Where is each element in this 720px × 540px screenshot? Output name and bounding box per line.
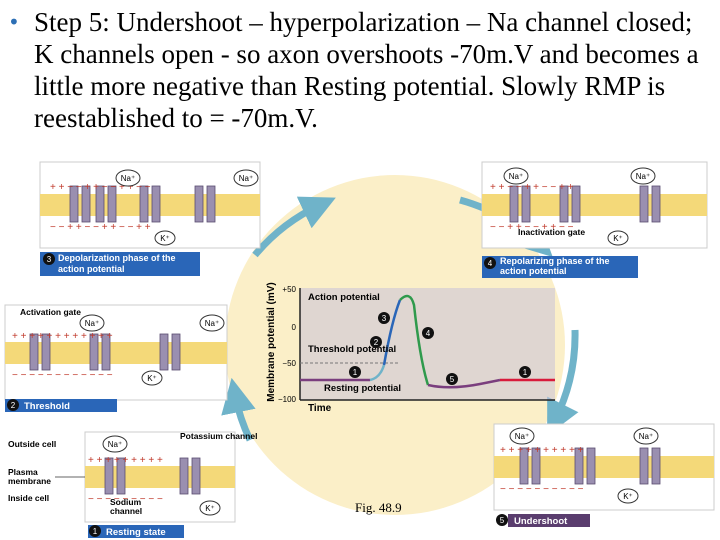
y-axis-label: Membrane potential (mV) (266, 282, 277, 401)
ion-label: Na⁺ (115, 169, 141, 187)
panel-caption: Undershoot (514, 516, 568, 527)
svg-text:+ + + + + + + + + +: + + + + + + + + + + (500, 445, 584, 456)
svg-text:Na⁺: Na⁺ (509, 172, 523, 181)
activation-gate-label: Activation gate (20, 308, 81, 317)
figure-caption: Fig. 48.9 (355, 500, 402, 515)
svg-text:5: 5 (450, 375, 455, 384)
cycle-arrow (252, 196, 336, 258)
svg-text:2: 2 (11, 401, 16, 410)
svg-text:4: 4 (426, 329, 431, 338)
y-tick: −100 (278, 395, 297, 404)
svg-text:+ + − − + + − − + + −: + + − − + + − − + + − − (50, 182, 151, 193)
svg-text:Na⁺: Na⁺ (205, 319, 219, 328)
potassium-channel-label: Potassium channel (180, 432, 258, 441)
panel-repolarizing: + + − − + + − − + + − − + + − − + + − − … (481, 161, 708, 278)
ion-label: Na⁺ (199, 314, 225, 332)
svg-text:− − − − − − − − − −: − − − − − − − − − − − − (12, 370, 113, 381)
svg-text:Na⁺: Na⁺ (639, 432, 653, 441)
svg-text:− − − − − − − − −: − − − − − − − − − (88, 494, 163, 505)
svg-text:1: 1 (353, 368, 358, 377)
ion-label: Na⁺ (633, 427, 659, 445)
ion-label: Na⁺ (503, 167, 529, 185)
x-axis-label: Time (308, 403, 332, 414)
step-marker: 2 (370, 336, 382, 348)
step-marker: 1 (349, 366, 361, 378)
bullet-dot-icon: • (8, 10, 20, 34)
svg-text:Na⁺: Na⁺ (636, 172, 650, 181)
svg-text:3: 3 (47, 255, 52, 264)
y-tick: +50 (282, 285, 296, 294)
ion-label: K⁺ (199, 500, 221, 516)
plasma-membrane-label: Plasma membrane (8, 468, 51, 486)
svg-text:Na⁺: Na⁺ (515, 432, 529, 441)
membrane-potential-graph: Membrane potential (mV) +50 0 −50 −100 A… (266, 282, 555, 414)
ion-label: K⁺ (141, 370, 163, 386)
panel-caption: Depolarization phase of the action poten… (58, 253, 176, 274)
svg-text:− − + + − − + + − −: − − + + − − + + − − (490, 222, 574, 233)
ion-label: K⁺ (617, 488, 639, 504)
svg-text:K⁺: K⁺ (205, 504, 215, 513)
ion-label: Na⁺ (509, 427, 535, 445)
ion-label: Na⁺ (102, 435, 128, 453)
inside-cell-label: Inside cell (8, 494, 50, 503)
svg-text:4: 4 (488, 259, 493, 268)
svg-text:Na⁺: Na⁺ (239, 174, 253, 183)
threshold-label: Threshold potential (308, 344, 396, 355)
svg-text:K⁺: K⁺ (623, 492, 633, 501)
membrane (5, 342, 227, 364)
ion-label: K⁺ (154, 230, 176, 246)
membrane (40, 194, 260, 216)
ion-label: K⁺ (607, 230, 629, 246)
membrane (482, 194, 707, 216)
cycle-arrow (547, 329, 579, 436)
cycle-arrow (221, 377, 256, 442)
inactivation-gate-label: Inactivation gate (518, 228, 586, 237)
svg-text:3: 3 (382, 314, 387, 323)
bullet-text: Step 5: Undershoot – hyperpolarization –… (34, 7, 699, 133)
svg-text:− − − − − − − − − −: − − − − − − − − − − (500, 484, 584, 495)
svg-text:K⁺: K⁺ (147, 374, 157, 383)
ion-label: Na⁺ (233, 169, 259, 187)
panel-resting-state: + + + + + + + + + − − − − − − − − − Na⁺ … (8, 431, 258, 538)
svg-text:1: 1 (93, 527, 98, 536)
bullet-point: • Step 5: Undershoot – hyperpolarization… (8, 6, 708, 134)
panel-caption: Resting state (106, 527, 166, 538)
svg-text:K⁺: K⁺ (160, 234, 170, 243)
svg-text:2: 2 (374, 338, 379, 347)
outside-cell-label: Outside cell (8, 440, 57, 449)
svg-text:− − + + − − + + − − +: − − + + − − + + − − + + (50, 222, 151, 233)
panel-undershoot: + + + + + + + + + + − − − − − − − − − − … (493, 423, 715, 527)
svg-text:1: 1 (523, 368, 528, 377)
ion-label: Na⁺ (79, 314, 105, 332)
svg-text:K⁺: K⁺ (613, 234, 623, 243)
svg-text:Na⁺: Na⁺ (108, 440, 122, 449)
step-marker: 1 (519, 366, 531, 378)
step-marker: 5 (446, 373, 458, 385)
ion-label: Na⁺ (630, 167, 656, 185)
sodium-channel-label: Sodium channel (110, 498, 143, 516)
svg-text:Na⁺: Na⁺ (121, 174, 135, 183)
panel-depolarization: + + − − + + − − + + − − − − + + − − + + … (39, 161, 261, 276)
step-marker: 3 (378, 312, 390, 324)
svg-text:5: 5 (500, 516, 505, 525)
panel-threshold: + + + + + + + + + + + + − − − − − − − − … (4, 304, 228, 412)
y-tick: 0 (292, 323, 297, 332)
y-tick: −50 (282, 359, 296, 368)
svg-text:+ + − − + + − − + +: + + − − + + − − + + (490, 182, 574, 193)
resting-potential-label: Resting potential (324, 383, 401, 394)
action-potential-label: Action potential (308, 292, 380, 303)
svg-text:+ + + + + + + + + +: + + + + + + + + + + + + (12, 331, 113, 342)
svg-text:+ + + + + + + + +: + + + + + + + + + (88, 455, 163, 466)
panel-caption: Threshold (24, 401, 70, 412)
step-marker: 4 (422, 327, 434, 339)
panel-caption: Repolarizing phase of the action potenti… (500, 256, 610, 276)
svg-text:Na⁺: Na⁺ (85, 319, 99, 328)
